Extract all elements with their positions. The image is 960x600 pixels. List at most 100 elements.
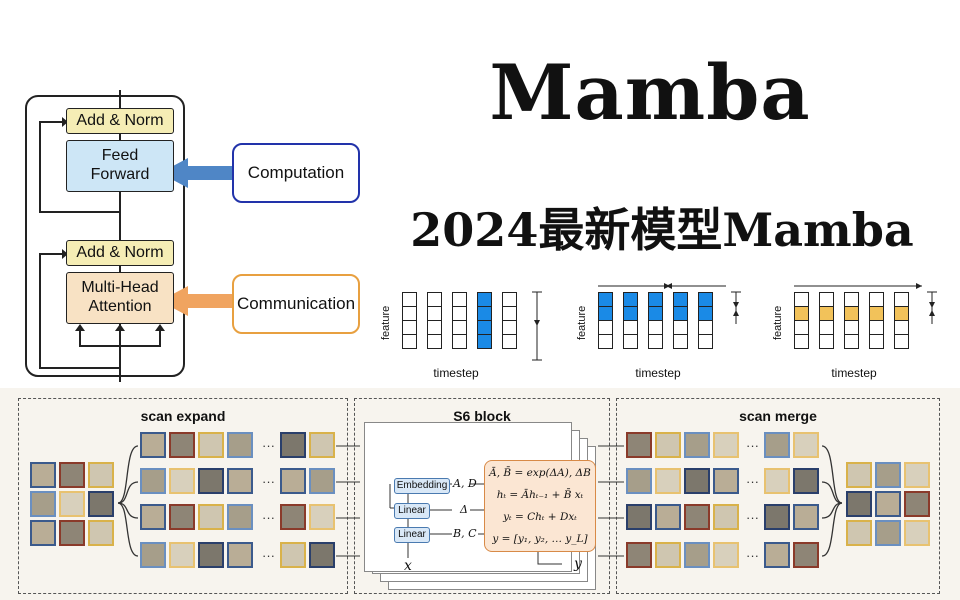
image-patch xyxy=(875,462,901,488)
scan-merge-region xyxy=(616,398,940,594)
s6-equations: Ā, B̄ = exp(ΔA), ΔB hₜ = Āhₜ₋₁ + B̄ xₜ y… xyxy=(484,460,596,552)
image-patch xyxy=(904,462,930,488)
image-patch xyxy=(198,432,224,458)
image-patch xyxy=(793,432,819,458)
image-patch xyxy=(30,491,56,517)
image-patch xyxy=(626,504,652,530)
image-patch xyxy=(169,468,195,494)
image-patch xyxy=(626,542,652,568)
scan-column xyxy=(794,292,809,349)
image-patch xyxy=(227,432,253,458)
scan-column xyxy=(819,292,834,349)
scan-chart-1: feature timestep xyxy=(380,280,562,380)
scan-cell xyxy=(894,334,909,349)
image-patch xyxy=(875,520,901,546)
image-patch xyxy=(309,432,335,458)
image-patch xyxy=(684,504,710,530)
scan-chart-3-arrows xyxy=(794,283,937,324)
equation-sequence: y = [y₁, y₂, … y_L] xyxy=(492,533,588,545)
scan-expand-region xyxy=(18,398,348,594)
image-patch xyxy=(88,491,114,517)
image-patch xyxy=(309,542,335,568)
image-patch xyxy=(227,504,253,530)
ellipsis: ··· xyxy=(746,548,759,563)
scan-cell xyxy=(427,334,442,349)
image-patch xyxy=(684,468,710,494)
ellipsis: ··· xyxy=(746,510,759,525)
image-patch xyxy=(309,468,335,494)
feed-forward-line2: Forward xyxy=(90,166,150,184)
scan-column xyxy=(402,292,417,349)
scan-cell xyxy=(402,334,417,349)
image-patch xyxy=(140,504,166,530)
image-patch xyxy=(88,520,114,546)
image-patch xyxy=(793,504,819,530)
image-patch xyxy=(713,468,739,494)
s6-block-title: S6 block xyxy=(453,408,511,424)
multi-head-attention-box: Multi-Head Attention xyxy=(66,272,174,324)
scan-cell xyxy=(794,334,809,349)
image-patch xyxy=(280,542,306,568)
panel-connectors xyxy=(117,445,843,557)
image-patch xyxy=(764,468,790,494)
image-patch xyxy=(655,468,681,494)
scan-cell xyxy=(648,334,663,349)
image-patch xyxy=(227,542,253,568)
scan-column xyxy=(452,292,467,349)
scan-cell xyxy=(502,334,517,349)
ellipsis: ··· xyxy=(746,474,759,489)
ellipsis: ··· xyxy=(262,548,275,563)
scan-chart-2: feature timestep xyxy=(576,280,758,380)
scan-cell xyxy=(844,334,859,349)
image-patch xyxy=(30,462,56,488)
feed-forward-line1: Feed xyxy=(101,147,139,164)
ellipsis: ··· xyxy=(262,510,275,525)
image-patch xyxy=(140,468,166,494)
scan-cell xyxy=(819,334,834,349)
image-patch xyxy=(846,520,872,546)
image-patch xyxy=(169,542,195,568)
scan-column xyxy=(598,292,613,349)
scan-column xyxy=(894,292,909,349)
image-patch xyxy=(309,504,335,530)
add-norm-box-bottom: Add & Norm xyxy=(66,240,174,266)
image-patch xyxy=(875,491,901,517)
ellipsis: ··· xyxy=(262,474,275,489)
scan-column xyxy=(427,292,442,349)
s6-block-region xyxy=(354,398,610,594)
communication-box: Communication xyxy=(232,274,360,334)
main-title: Mamba xyxy=(489,48,811,137)
image-patch xyxy=(169,504,195,530)
image-patch xyxy=(684,542,710,568)
image-patch xyxy=(846,462,872,488)
scan-column xyxy=(623,292,638,349)
image-patch xyxy=(793,468,819,494)
equation-discretize: Ā, B̄ = exp(ΔA), ΔB xyxy=(489,467,591,479)
scan-chart-xlabel: timestep xyxy=(635,366,681,380)
scan-column xyxy=(698,292,713,349)
image-patch xyxy=(198,504,224,530)
scan-chart-3: feature timestep xyxy=(772,280,954,380)
scan-chart-xlabel: timestep xyxy=(831,366,877,380)
scan-cell xyxy=(698,334,713,349)
scan-column xyxy=(477,292,492,349)
image-patch xyxy=(280,468,306,494)
scan-column xyxy=(673,292,688,349)
scan-cell xyxy=(623,334,638,349)
image-patch xyxy=(655,504,681,530)
image-patch xyxy=(713,542,739,568)
scan-column xyxy=(844,292,859,349)
ellipsis: ··· xyxy=(262,438,275,453)
mha-line1: Multi-Head xyxy=(81,279,159,296)
scan-column xyxy=(502,292,517,349)
ellipsis: ··· xyxy=(746,438,759,453)
scan-merge-title: scan merge xyxy=(739,408,817,424)
label-b-c: B, C xyxy=(453,527,477,540)
image-patch xyxy=(169,432,195,458)
scan-column xyxy=(869,292,884,349)
image-patch xyxy=(626,432,652,458)
scan-chart-2-arrows xyxy=(598,283,741,324)
label-delta: Δ xyxy=(460,503,468,516)
image-patch xyxy=(198,542,224,568)
image-patch xyxy=(793,542,819,568)
